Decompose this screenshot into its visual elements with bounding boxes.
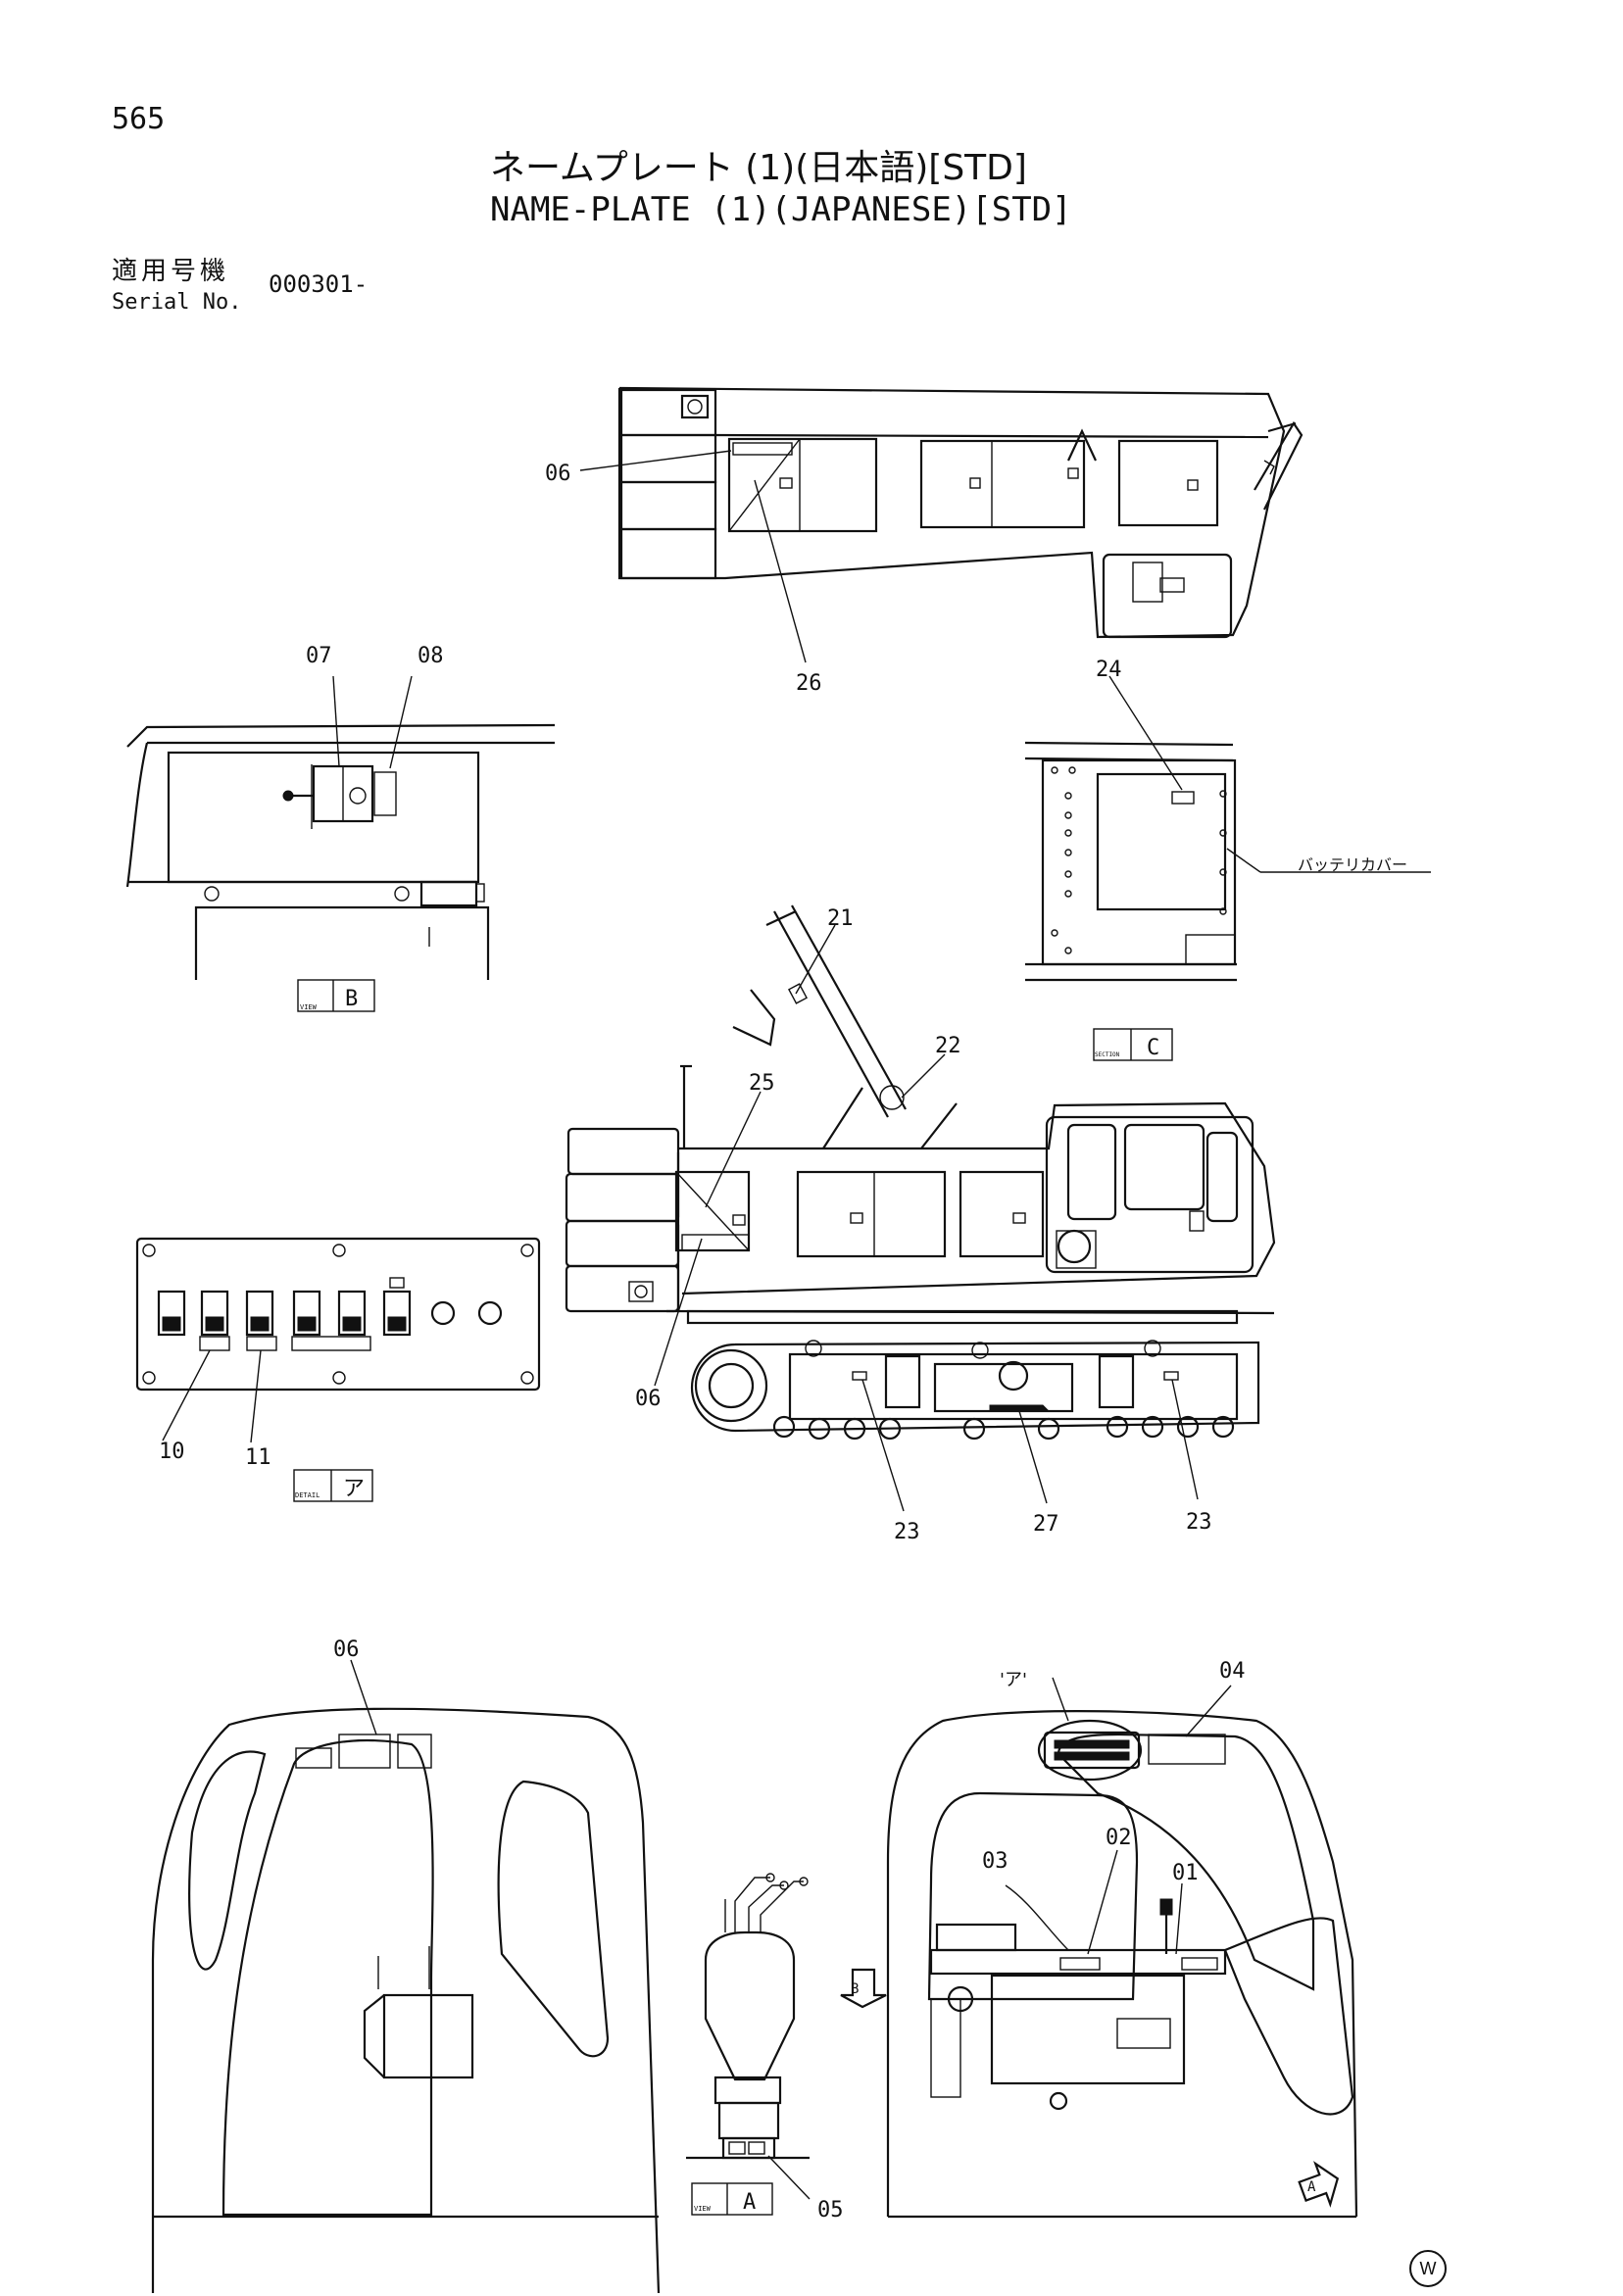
callout-22: 22	[935, 1034, 961, 1058]
section-c-tag: SECTION	[1095, 1051, 1120, 1058]
callout-24: 24	[1096, 658, 1122, 682]
callout-05: 05	[817, 2198, 844, 2223]
serial-label-english: Serial No.	[112, 290, 242, 315]
section-c-letter: C	[1147, 1036, 1159, 1060]
cab-interior-left: 06	[151, 1637, 661, 2294]
view-a-letter: A	[743, 2190, 756, 2215]
callout-06-cab: 06	[333, 1637, 360, 1662]
page-title-english: NAME-PLATE (1)(JAPANESE)[STD]	[490, 190, 1072, 229]
callout-08: 08	[418, 644, 444, 668]
detail-a-switch-panel: 10 11 DETAIL ア	[135, 1237, 541, 1502]
detail-marker-label: 'ア'	[1000, 1670, 1027, 1690]
serial-number-value: 000301-	[269, 270, 369, 298]
view-a-tag: VIEW	[694, 2205, 712, 2213]
battery-cover-label: バッテリカバー	[1298, 855, 1407, 874]
detail-a-letter: ア	[343, 1477, 365, 1501]
watermark-w: W	[1409, 2250, 1447, 2287]
serial-label-japanese: 適用号機	[112, 257, 230, 286]
callout-21: 21	[827, 906, 854, 931]
cab-interior-right: 'ア' 04 02 01 03 A	[886, 1659, 1358, 2219]
rocker-switches	[157, 1277, 503, 1337]
callout-25: 25	[749, 1071, 775, 1096]
detail-a-tag: DETAIL	[295, 1491, 320, 1499]
callout-02: 02	[1106, 1826, 1132, 1850]
callout-07: 07	[306, 644, 332, 668]
view-b-letter: B	[345, 987, 358, 1011]
view-b-arrow-letter: B	[851, 1981, 859, 1997]
callout-23-left: 23	[894, 1520, 920, 1544]
callout-06-side: 06	[635, 1387, 662, 1411]
view-a-lever: 05 VIEW A B	[686, 1873, 887, 2223]
page-title-japanese: ネームプレート (1)(日本語)[STD]	[490, 148, 1027, 188]
callout-27: 27	[1033, 1512, 1059, 1537]
callout-26: 26	[796, 671, 822, 696]
view-b-tag: VIEW	[300, 1003, 318, 1011]
callout-23-right: 23	[1186, 1510, 1212, 1535]
callout-04: 04	[1219, 1659, 1246, 1684]
callout-06-top: 06	[545, 462, 571, 486]
callout-10: 10	[159, 1440, 185, 1464]
section-c-detail: 24 バッテリカバー SECTION C	[1024, 658, 1431, 1061]
view-a-arrow-letter: A	[1307, 2179, 1316, 2195]
page-number: 565	[112, 102, 166, 136]
callout-03: 03	[982, 1849, 1008, 1874]
crane-side-view: 21 22 25 06 23 27 23	[565, 904, 1276, 1544]
upper-structure-top-view: 06 26	[545, 386, 1303, 696]
callout-01: 01	[1172, 1861, 1199, 1885]
view-b-detail: 07 08 VIEW B	[125, 644, 556, 1012]
callout-11: 11	[245, 1445, 271, 1470]
